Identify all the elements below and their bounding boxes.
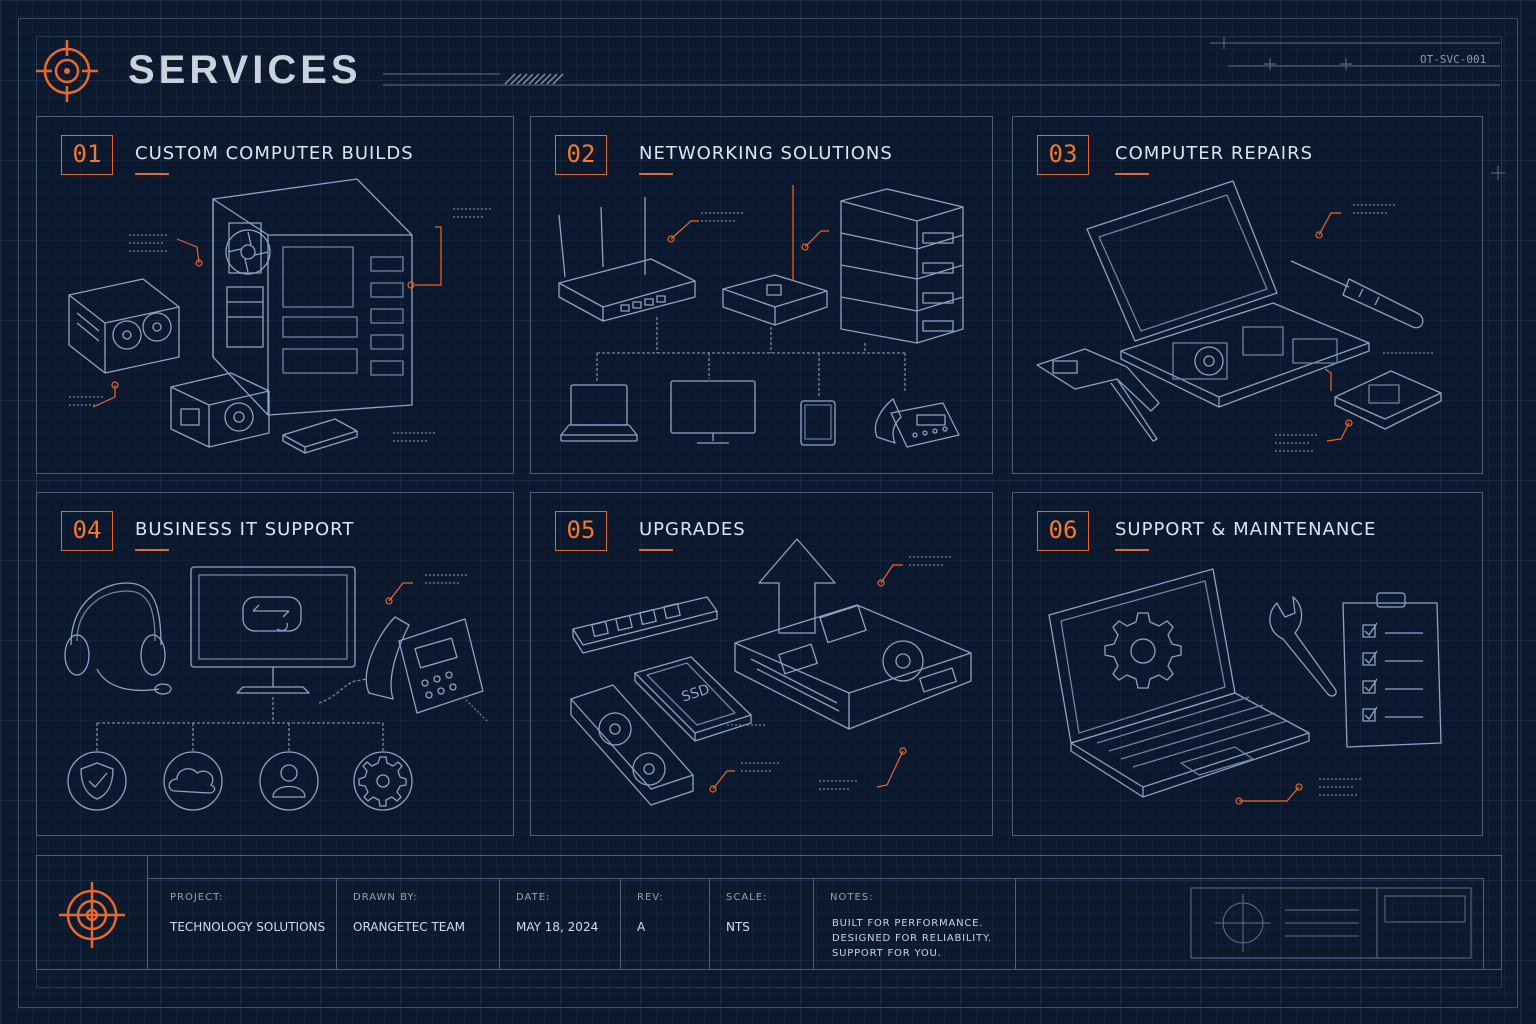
service-card-business-it[interactable]: 04 BUSINESS IT SUPPORT: [36, 492, 514, 836]
divider: [1483, 878, 1484, 969]
power-supply-icon: [170, 372, 270, 448]
monitor-icon: [670, 380, 756, 444]
service-number-badge: 03: [1037, 135, 1089, 175]
service-title: CUSTOM COMPUTER BUILDS: [135, 143, 414, 164]
headset-icon: [64, 582, 172, 695]
shield-icon: [67, 751, 127, 811]
custom-build-illustration: [68, 178, 491, 454]
ssd-icon: [282, 418, 358, 454]
ssd-label: SSD: [680, 682, 712, 706]
service-card-upgrades[interactable]: SSD 05 UPGRADES: [530, 492, 993, 836]
service-card-repairs[interactable]: 03 COMPUTER REPAIRS: [1012, 116, 1483, 474]
ssd-icon: [634, 656, 752, 742]
service-number-badge: 05: [555, 511, 607, 551]
laptop-icon: [560, 384, 638, 442]
screwdriver-icon: [1290, 260, 1424, 329]
service-title: UPGRADES: [639, 519, 746, 540]
drawing-border: [18, 18, 1518, 1008]
service-title: COMPUTER REPAIRS: [1115, 143, 1314, 164]
divider: [147, 856, 148, 969]
repairs-illustration: [1036, 180, 1442, 452]
business-it-illustration: [64, 566, 488, 811]
multimeter-icon: [1036, 348, 1160, 442]
graphics-card-icon: [570, 684, 694, 806]
title-block-rev: REV: A: [620, 878, 709, 970]
user-icon: [259, 751, 319, 811]
service-card-maintenance[interactable]: 06 SUPPORT & MAINTENANCE: [1012, 492, 1483, 836]
title-block: PROJECT: TECHNOLOGY SOLUTIONS DRAWN BY: …: [36, 855, 1502, 970]
tablet-icon: [800, 400, 836, 446]
stamp-grid-icon: [1190, 887, 1472, 959]
checklist-clipboard-icon: [1342, 592, 1442, 748]
service-title: SUPPORT & MAINTENANCE: [1115, 519, 1377, 540]
service-number-badge: 06: [1037, 511, 1089, 551]
title-underline: [1115, 173, 1149, 175]
service-card-custom-builds[interactable]: 01 CUSTOM COMPUTER BUILDS: [36, 116, 514, 474]
header-rule: [383, 37, 1505, 180]
title-underline: [135, 173, 169, 175]
service-card-networking[interactable]: 02 NETWORKING SOLUTIONS: [530, 116, 993, 474]
service-number-badge: 04: [61, 511, 113, 551]
motherboard-icon: [734, 604, 972, 730]
page-title: SERVICES: [128, 48, 362, 92]
title-underline: [639, 173, 673, 175]
open-laptop-icon: [1086, 180, 1370, 408]
crosshair-target-icon: [36, 40, 98, 102]
remote-monitor-icon: [190, 566, 356, 694]
title-underline: [135, 549, 169, 551]
service-number-badge: 02: [555, 135, 607, 175]
desk-phone-icon: [874, 398, 960, 448]
wrench-icon: [1269, 596, 1337, 697]
title-block-drawn-by: DRAWN BY: ORANGETEC TEAM: [336, 878, 499, 970]
service-number-badge: 01: [61, 135, 113, 175]
router-icon: [558, 197, 696, 322]
title-underline: [1115, 549, 1149, 551]
title-block-scale: SCALE: NTS: [709, 878, 813, 970]
divider: [1015, 878, 1016, 970]
divider: [147, 878, 1483, 879]
title-block-project: PROJECT: TECHNOLOGY SOLUTIONS: [170, 892, 326, 934]
title-block-notes: NOTES: BUILT FOR PERFORMANCE. DESIGNED F…: [813, 878, 1015, 970]
server-rack-icon: [840, 188, 964, 344]
chip-icon: [1334, 370, 1442, 430]
settings-laptop-icon: [1048, 568, 1310, 798]
networking-illustration: [558, 185, 964, 448]
document-code: OT-SVC-001: [1420, 53, 1487, 66]
title-block-date: DATE: MAY 18, 2024: [499, 878, 620, 970]
upgrades-illustration: SSD: [570, 538, 972, 806]
desk-phone-icon: [365, 616, 484, 714]
service-title: BUSINESS IT SUPPORT: [135, 519, 355, 540]
graphics-card-icon: [68, 278, 180, 374]
service-title: NETWORKING SOLUTIONS: [639, 143, 893, 164]
network-switch-icon: [722, 274, 828, 326]
maintenance-illustration: [1048, 568, 1442, 805]
up-arrow-icon: [758, 538, 836, 634]
crosshair-target-icon: [59, 882, 125, 948]
gear-icon: [353, 751, 413, 811]
pc-case-icon: [212, 178, 413, 416]
ram-stick-icon: [572, 596, 718, 654]
title-underline: [639, 549, 673, 551]
cloud-icon: [163, 751, 223, 811]
